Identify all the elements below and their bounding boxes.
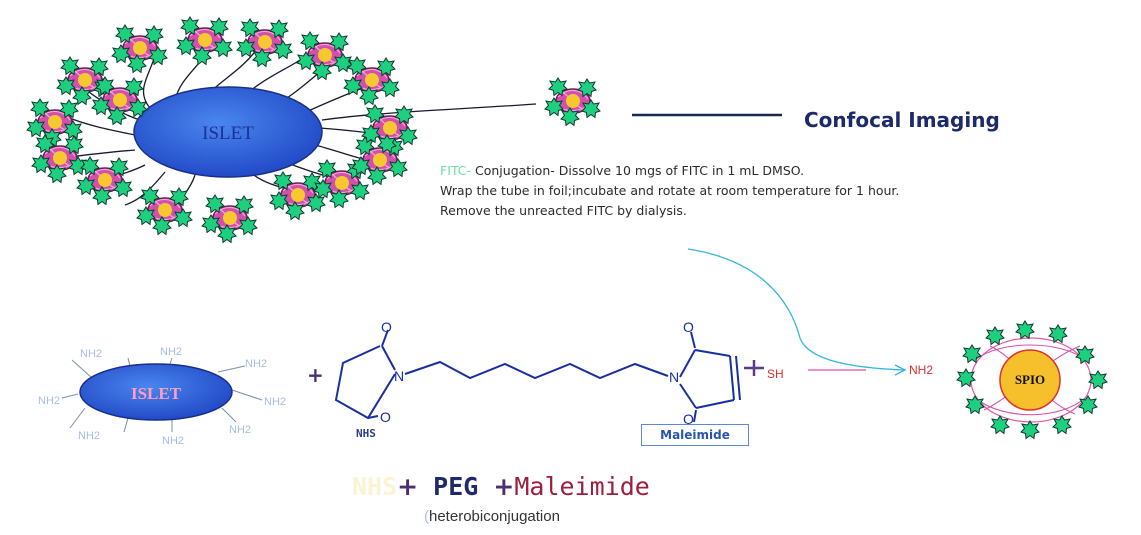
nh2-label: NH2	[38, 395, 61, 407]
nhs-peg-maleimide-formula: NHS+ PEG +Maleimide	[352, 472, 650, 501]
nh2-label: NH2	[229, 424, 252, 436]
peg-text: PEG	[433, 472, 479, 501]
islet-bottom-label: ISLET	[131, 384, 182, 403]
nhs-peg-maleimide-structure	[334, 329, 741, 423]
nh2-label: NH2	[80, 348, 103, 360]
fitc-protocol-text: FITC- Conjugation- Dissolve 10 mgs of FI…	[440, 161, 899, 221]
islet-bottom	[79, 363, 233, 421]
nh2-label: NH2	[245, 358, 268, 370]
protocol-line-3: Remove the unreacted FITC by dialysis.	[440, 203, 687, 218]
spio-label: SPIO	[1015, 372, 1045, 387]
atom-n-2: N	[669, 369, 679, 385]
maleimide-text: Maleimide	[514, 472, 650, 501]
atom-n-1: N	[394, 368, 404, 384]
islet-bottom-group	[61, 357, 263, 433]
sh-label: SH	[767, 367, 784, 381]
nhs-label: NHS	[356, 427, 376, 440]
cyan-arrow	[687, 248, 906, 371]
nh2-linker-label: NH2	[909, 363, 934, 377]
islet-top-label: ISLET	[202, 123, 254, 144]
nh2-label: NH2	[78, 430, 101, 442]
nhs-faint-text: NHS	[352, 472, 398, 501]
islet-top	[133, 86, 323, 178]
protocol-line-1: FITC- Conjugation- Dissolve 10 mgs of FI…	[440, 163, 805, 178]
heterobiconjugation-caption: (heterobiconjugation	[424, 508, 560, 525]
maleimide-box: Maleimide	[641, 424, 749, 446]
fitc-conjugate-single	[545, 78, 600, 126]
nh2-label: NH2	[162, 435, 185, 447]
atom-o-1: O	[381, 319, 392, 335]
plus-sign: +	[307, 363, 324, 387]
protocol-line-2: Wrap the tube in foil;incubate and rotat…	[440, 183, 900, 198]
atom-o-4: O	[683, 411, 694, 427]
nh2-label: NH2	[160, 346, 183, 358]
nh2-label: NH2	[264, 396, 287, 408]
atom-o-2: O	[380, 409, 391, 425]
fitc-label: FITC-	[440, 163, 472, 178]
atom-o-3: O	[683, 319, 694, 335]
spio-nanoparticle: SPIO	[956, 320, 1108, 439]
confocal-imaging-label: Confocal Imaging	[804, 108, 1000, 132]
